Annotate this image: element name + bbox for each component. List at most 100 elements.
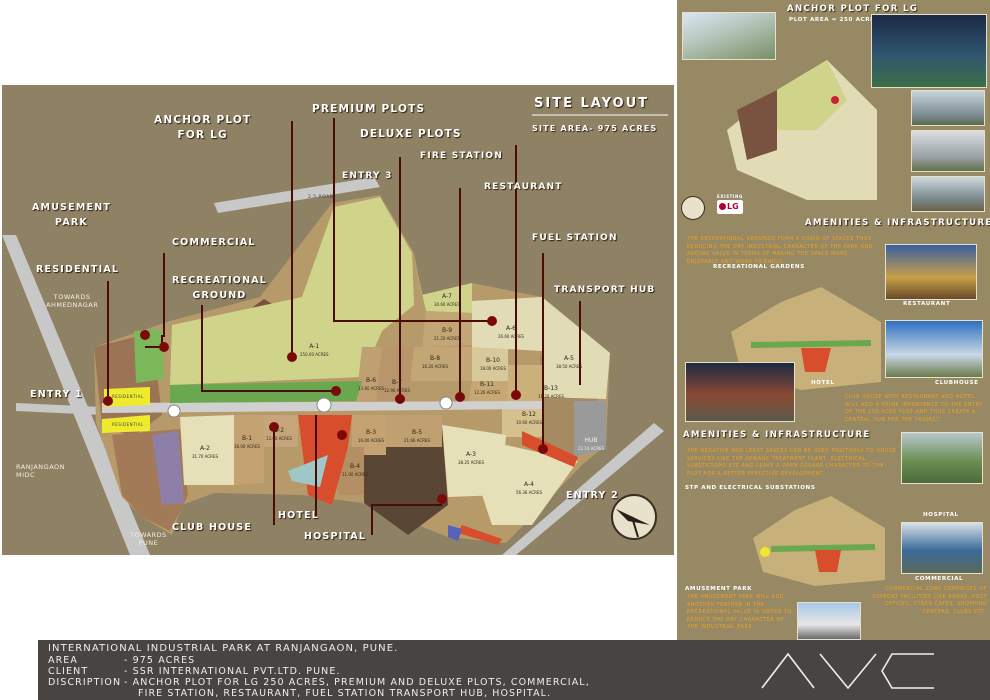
label-fire-station: FIRE STATION xyxy=(420,151,503,161)
green-commercial xyxy=(134,329,164,383)
label-fuel-station: FUEL STATION xyxy=(532,233,618,243)
red-strip-south xyxy=(458,525,502,545)
roundabout-3 xyxy=(439,396,453,410)
label-premium-plots: PREMIUM PLOTS xyxy=(312,103,426,115)
club-text: CLUB HOUSE WITH RESTAURANT AND HOTEL WIL… xyxy=(845,395,983,423)
leader-hospital xyxy=(371,504,442,535)
amusement-photo xyxy=(797,602,861,640)
marker-premium xyxy=(487,316,497,326)
entry1-road xyxy=(16,403,102,415)
plot-a1 xyxy=(170,197,414,385)
plot-a4 xyxy=(482,445,578,525)
footer-area-value: - 975 ACRES xyxy=(124,655,196,666)
residential-yellow-2 xyxy=(102,415,150,433)
footer-desc-label: DISCRIPTION xyxy=(48,677,122,688)
commercial-label: COMMERCIAL xyxy=(915,576,964,582)
existing-lg-logo: LG xyxy=(717,200,743,214)
place-ranjangaon: RANJANGAON MIDC xyxy=(16,463,66,479)
plot-b3 xyxy=(352,415,386,455)
marker-hotel xyxy=(337,430,347,440)
plot-b5 xyxy=(386,415,442,447)
roundabout-2 xyxy=(316,397,332,413)
top-road xyxy=(214,177,380,213)
hotel-label: HOTEL xyxy=(811,380,835,386)
highway-road xyxy=(2,235,150,555)
commercial-text: COMMERCIAL ZONE COMPRISES OF SUPPORT FAC… xyxy=(872,587,987,615)
plot-b7 xyxy=(376,347,414,401)
avc-logo xyxy=(761,652,934,690)
label-deluxe-plots: DELUXE PLOTS xyxy=(360,128,462,140)
plot-a6 xyxy=(472,297,542,351)
label-club-house: CLUB HOUSE xyxy=(172,522,253,533)
label-residential: RESIDENTIAL xyxy=(36,264,120,275)
plot-b12 xyxy=(502,409,542,437)
restaurant-label: RESTAURANT xyxy=(903,301,951,307)
red-strip-east xyxy=(522,431,578,467)
plot-b11 xyxy=(468,381,508,405)
compass-stem xyxy=(631,516,639,538)
label-hotel: HOTEL xyxy=(278,510,320,521)
label-restaurant: RESTAURANT xyxy=(484,182,563,192)
compass-icon xyxy=(681,196,705,220)
footer-title: INTERNATIONAL INDUSTRIAL PARK AT RANJANG… xyxy=(48,643,399,654)
site-layout-map: SITE LAYOUT SITE AREA- 975 ACRES ANCHOR … xyxy=(2,85,674,555)
marker-recreational xyxy=(331,386,341,396)
place-road: 2.5 ROAD xyxy=(308,195,334,200)
hospital-photo xyxy=(901,522,983,574)
place-ahmednagar: TOWARDS AHMEDNAGAR xyxy=(46,293,99,309)
footer-desc-value-2: FIRE STATION, RESTAURANT, FUEL STATION T… xyxy=(138,688,552,699)
existing-label: EXISTING xyxy=(717,194,743,199)
amenities-panel: ANCHOR PLOT FOR LG PLOT AREA = 250 ACRES… xyxy=(677,0,990,640)
amenities-minimap-2 xyxy=(753,496,885,586)
tag-residential-2: RESIDENTIAL xyxy=(112,422,144,427)
building-photo-3 xyxy=(911,176,985,212)
blue-strip-south xyxy=(448,525,462,541)
water-feature xyxy=(288,455,328,487)
plot-b6 xyxy=(356,347,382,401)
marker-commercial xyxy=(159,342,169,352)
label-anchor-plot: ANCHOR PLOT FOR LG xyxy=(154,114,252,141)
residential-yellow xyxy=(104,387,150,407)
plot-a2 xyxy=(180,415,234,485)
place-pune: TOWARDS PUNE xyxy=(130,531,167,547)
label-transport-hub: TRANSPORT HUB xyxy=(554,285,656,295)
map-title: SITE LAYOUT xyxy=(534,96,649,111)
marker-residential xyxy=(103,396,113,406)
factory-render-photo xyxy=(871,14,987,88)
marker-fire xyxy=(395,394,405,404)
plot-a5 xyxy=(542,297,610,399)
stp-photo xyxy=(901,432,983,484)
plot-b1 xyxy=(234,415,264,485)
amenities-text-1: THE RECREATIONAL GROUNDS FORM A CHAIN OF… xyxy=(687,237,873,265)
marker-hospital xyxy=(437,494,447,504)
footer-client-value: - SSR INTERNATIONAL PVT.LTD. PUNE. xyxy=(124,666,341,677)
plot-b8 xyxy=(408,347,472,381)
aerial-render-photo xyxy=(682,12,776,60)
building-photo-2 xyxy=(911,130,985,172)
clubhouse-photo xyxy=(885,320,983,378)
label-commercial: COMMERCIAL xyxy=(172,237,256,248)
stp-label: STP AND ELECTRICAL SUBSTATIONS xyxy=(685,485,816,491)
anchor-plot-title: ANCHOR PLOT FOR LG xyxy=(787,4,919,14)
clubhouse-label: CLUBHOUSE xyxy=(935,380,979,386)
tag-residential: RESIDENTIAL xyxy=(112,394,144,399)
compass-circle xyxy=(611,494,657,540)
east-road xyxy=(502,423,664,555)
lg-logo-text: LG xyxy=(727,202,739,211)
